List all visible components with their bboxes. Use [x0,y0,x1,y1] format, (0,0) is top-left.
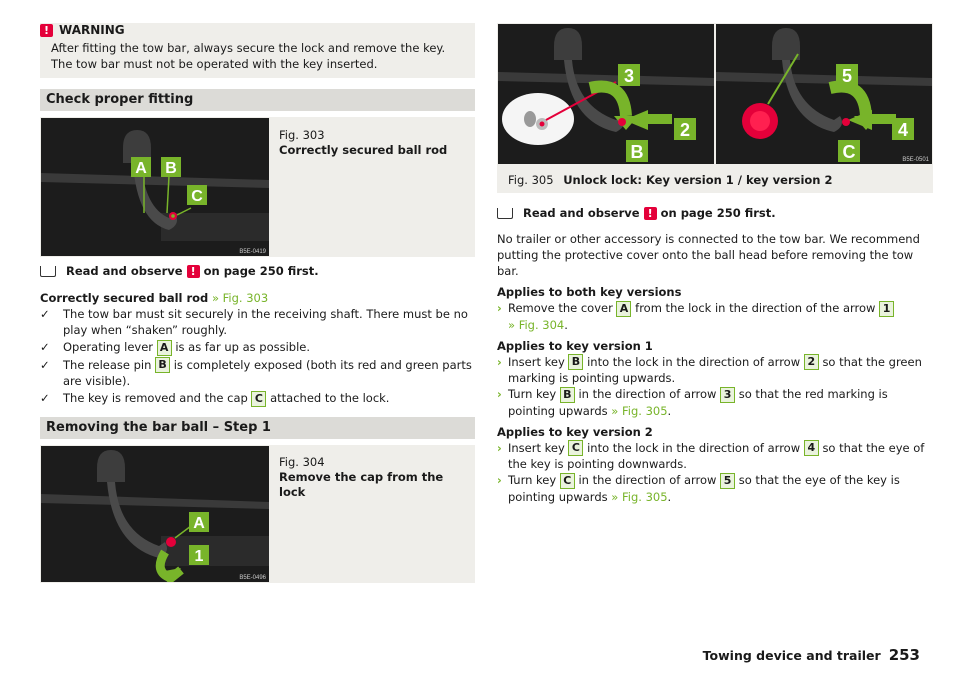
fig304-code: B5E-0496 [239,575,266,581]
check-heading: Correctly secured ball rod [40,291,209,305]
key-label: 4 [803,440,819,456]
warning-text: After fitting the tow bar, always secure… [51,41,446,71]
step-item: › Remove the cover A from the lock in th… [497,300,933,333]
fig303-number: Fig. 303 [279,128,325,142]
page-number: 253 [888,646,920,664]
fig303-label-b: B [165,160,177,177]
fig303-code: B5E-0419 [239,249,266,255]
heading-key-version-2: Applies to key version 2 [497,424,653,439]
check-list: Correctly secured ball rod » Fig. 303 ✓T… [40,290,476,407]
step-item: › Turn key B in the direction of arrow 3… [497,386,888,418]
fig305-title: Unlock lock: Key version 1 / key version… [563,173,833,187]
warning-icon: ! [186,265,200,278]
check-item: ✓The tow bar must sit securely in the re… [40,307,468,337]
fig305-link[interactable]: » Fig. 305 [611,489,668,504]
check-item: ✓The key is removed and the cap C attach… [40,390,390,407]
fig305-caption: Fig. 305 Unlock lock: Key version 1 / ke… [508,173,928,188]
figure-303-image: A B C B5E-0419 [41,118,269,256]
section-heading-check-fitting: Check proper fitting [40,89,475,111]
step-item: › Turn key C in the direction of arrow 5… [497,472,900,504]
fig303-title: Correctly secured ball rod [279,143,448,157]
heading-both-versions: Applies to both key versions [497,285,682,299]
key-label: B [155,357,171,373]
fig305-link[interactable]: » Fig. 305 [611,403,668,418]
warning-title: WARNING [59,23,125,37]
right-column-text: No trailer or other accessory is connect… [497,231,933,505]
figure-304-image: A 1 B5E-0496 [41,446,269,582]
book-icon [497,208,513,219]
footer-chapter-title: Towing device and trailer [702,648,881,663]
key-label: 3 [720,386,736,403]
page-footer: Towing device and trailer 253 [703,646,920,664]
fig305-label-3: 3 [624,66,634,86]
fig303-label-a: A [135,160,147,177]
unlock-lock-illustration: 3 2 B 5 4 C B5E-0501 [498,24,932,164]
key-label: 2 [803,354,819,370]
fig304-link[interactable]: » Fig. 304 [508,317,565,332]
tow-bar-cap-illustration: A 1 B5E-0496 [41,446,269,582]
fig305-label-b: B [631,142,644,162]
key-label: 5 [720,472,736,489]
key-label: C [559,472,575,489]
step-item: › Insert key C into the lock in the dire… [497,440,925,471]
tow-bar-illustration: A B C B5E-0419 [41,118,269,256]
check-item: ✓The release pin B is completely exposed… [40,357,472,388]
read-observe-note-2: Read and observe ! on page 250 first. [497,205,776,221]
key-label: 1 [879,300,895,317]
check-item: ✓Operating lever A is as far up as possi… [40,339,311,356]
figure-305-image: 3 2 B 5 4 C B5E-0501 [498,24,932,164]
warning-icon: ! [40,24,53,37]
key-label: A [156,339,172,356]
fig304-label-a: A [193,515,205,532]
fig304-number: Fig. 304 [279,455,325,469]
section-heading-removing-ball: Removing the bar ball – Step 1 [40,417,475,439]
fig304-title: Remove the cap from the lock [279,470,444,499]
fig304-label-1: 1 [195,548,204,565]
key-label: B [568,354,584,370]
warning-icon: ! [643,207,657,220]
fig305-label-4: 4 [898,120,908,140]
intro-paragraph: No trailer or other accessory is connect… [497,232,920,278]
fig303-link[interactable]: » Fig. 303 [211,291,269,305]
key-label: B [559,386,575,403]
fig305-label-5: 5 [842,66,852,86]
fig304-caption: Fig. 304 Remove the cap from the lock [279,455,469,500]
fig303-caption: Fig. 303 Correctly secured ball rod [279,128,469,158]
warning-box [40,23,475,78]
fig303-label-c: C [191,188,203,205]
key-label: C [251,390,267,407]
key-label: C [568,440,584,456]
heading-key-version-1: Applies to key version 1 [497,338,653,353]
key-label: A [616,300,632,317]
read-observe-note-1: Read and observe ! on page 250 first. [40,263,319,279]
book-icon [40,266,56,277]
fig305-label-c: C [843,142,856,162]
warning-heading: ! WARNING [40,23,125,37]
fig305-label-2: 2 [680,120,690,140]
step-item: › Insert key B into the lock in the dire… [497,354,922,385]
fig305-number: Fig. 305 [508,173,554,187]
fig305-code: B5E-0501 [902,157,929,163]
